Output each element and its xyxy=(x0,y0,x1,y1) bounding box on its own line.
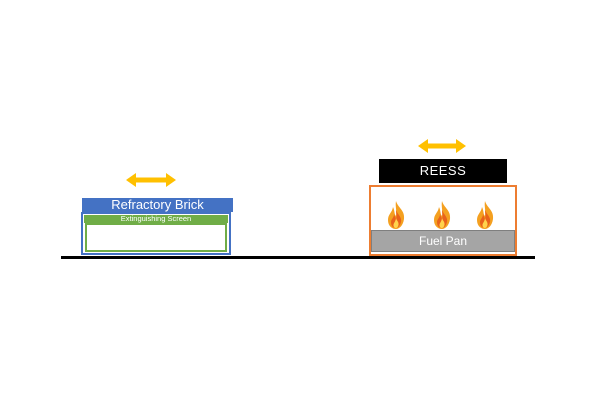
fuel-pan: Fuel Pan xyxy=(371,230,515,252)
reess-battery: REESS xyxy=(379,159,507,183)
extinguishing-screen xyxy=(85,223,227,252)
refractory-brick: Refractory Brick xyxy=(82,198,233,212)
flame-icon xyxy=(477,201,494,229)
ground-line xyxy=(61,256,535,259)
extinguishing-screen-label: Extinguishing Screen xyxy=(84,215,228,223)
flame-icon xyxy=(434,201,451,229)
double-headed-arrow-icon xyxy=(418,139,466,153)
double-headed-arrow-icon xyxy=(126,173,176,187)
flame-icon xyxy=(388,201,405,229)
